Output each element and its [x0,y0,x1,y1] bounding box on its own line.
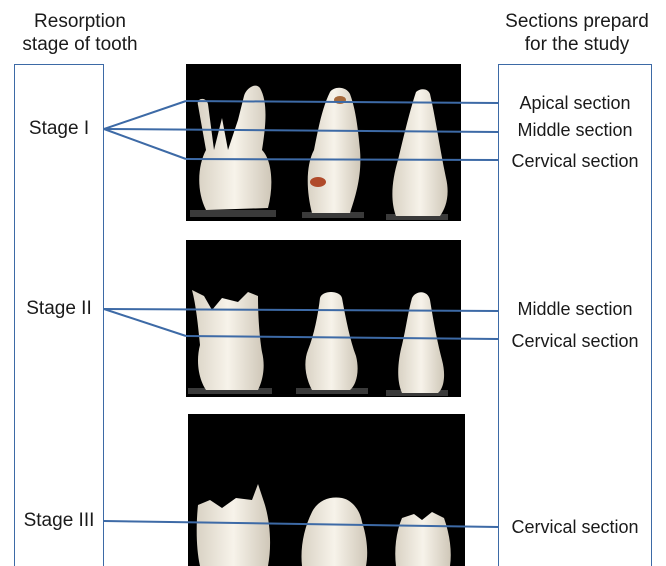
stage-2-middle-section-label: Middle section [498,299,652,320]
stage-2-cervical-section-label: Cervical section [498,331,652,352]
stage-1-cervical-section-label: Cervical section [498,151,652,172]
stage-3-tooth-1 [197,484,270,566]
stage-1-middle-section-label: Middle section [498,120,652,141]
stage-1-label: Stage I [14,118,104,140]
stage-3-cervical-section-label: Cervical section [498,517,652,538]
stage-3-tooth-2 [301,498,367,566]
stage-2-tooth-1 [192,290,264,390]
stage-2-tooth-2 [305,292,357,390]
stage-1-tooth-3 [392,89,447,216]
stage-3-tooth-3 [395,512,451,566]
stage-1-apical-section-label: Apical section [498,93,652,114]
stage-1-tooth-2 [308,88,361,213]
stage-2-tooth-3 [398,292,444,393]
stage-1-tooth-1 [198,86,272,210]
stage-3-label: Stage III [14,510,104,532]
stage-2-label: Stage II [14,298,104,320]
